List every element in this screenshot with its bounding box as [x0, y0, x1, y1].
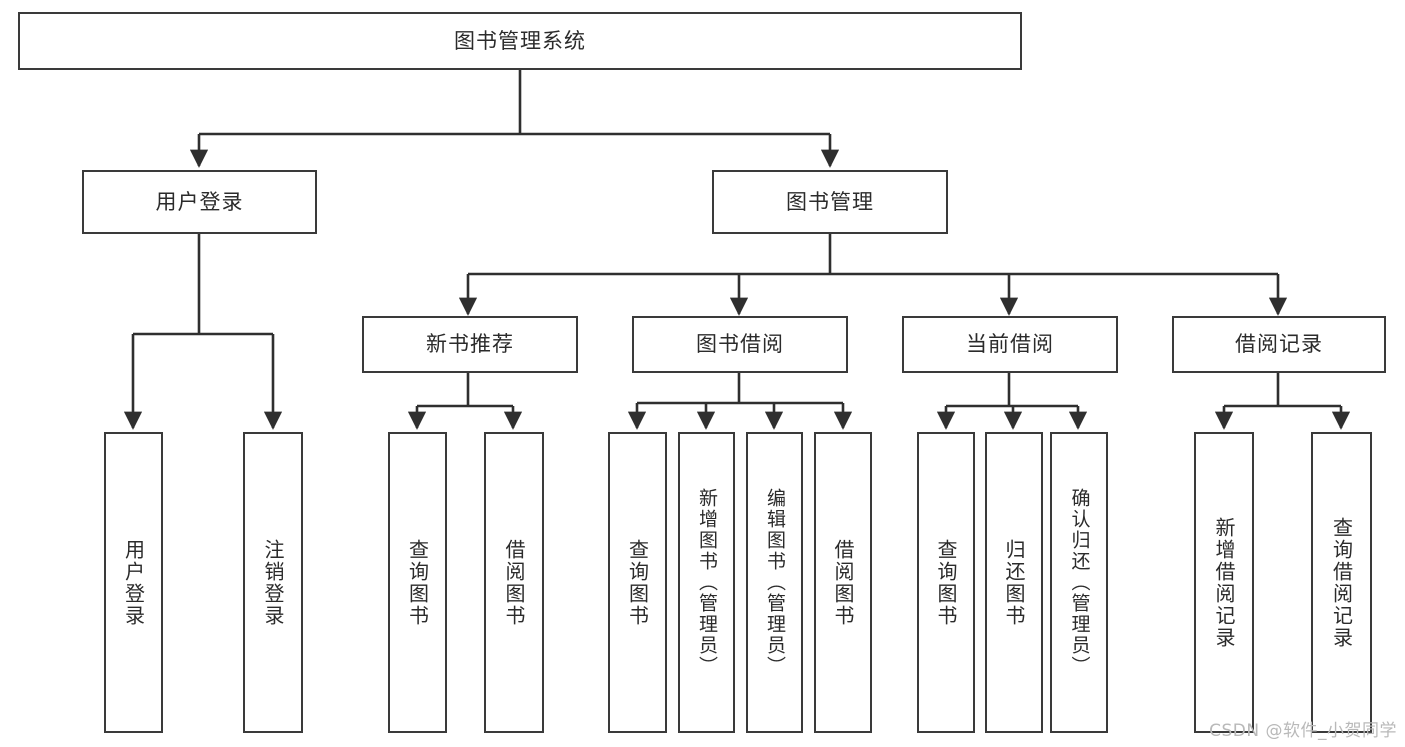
- node-leaf-user-login-label: 用户登录: [121, 538, 146, 627]
- node-leaf-borrow-book-2-label: 借阅图书: [831, 538, 855, 627]
- node-leaf-query-book-2-label: 查询图书: [625, 538, 650, 627]
- node-leaf-edit-book-label: 编辑图书（管理员）: [764, 488, 786, 677]
- node-leaf-return-book-label: 归还图书: [1002, 538, 1026, 627]
- node-leaf-logout-label: 注销登录: [261, 538, 285, 627]
- node-root-label: 图书管理系统: [454, 28, 586, 53]
- node-leaf-user-login[interactable]: 用户登录: [104, 432, 163, 733]
- node-leaf-borrow-book-1-label: 借阅图书: [502, 538, 526, 627]
- node-leaf-query-book-1[interactable]: 查询图书: [388, 432, 447, 733]
- node-leaf-logout[interactable]: 注销登录: [243, 432, 303, 733]
- node-leaf-add-record[interactable]: 新增借阅记录: [1194, 432, 1254, 733]
- node-current-borrow[interactable]: 当前借阅: [902, 316, 1118, 373]
- node-leaf-add-record-label: 新增借阅记录: [1212, 516, 1236, 649]
- node-leaf-return-book[interactable]: 归还图书: [985, 432, 1043, 733]
- node-new-book-rec-label: 新书推荐: [426, 332, 514, 356]
- node-leaf-borrow-book-1[interactable]: 借阅图书: [484, 432, 544, 733]
- node-leaf-query-book-1-label: 查询图书: [405, 538, 430, 627]
- node-current-borrow-label: 当前借阅: [966, 332, 1054, 356]
- node-book-borrow-label: 图书借阅: [696, 332, 784, 356]
- node-leaf-edit-book[interactable]: 编辑图书（管理员）: [746, 432, 803, 733]
- node-leaf-confirm-return[interactable]: 确认归还（管理员）: [1050, 432, 1108, 733]
- watermark-text: CSDN @软件_小贺同学: [1209, 721, 1397, 741]
- node-leaf-query-book-3-label: 查询图书: [934, 538, 958, 627]
- node-book-manage[interactable]: 图书管理: [712, 170, 948, 234]
- node-leaf-query-record[interactable]: 查询借阅记录: [1311, 432, 1372, 733]
- node-leaf-confirm-return-label: 确认归还（管理员）: [1068, 488, 1091, 677]
- node-user-login[interactable]: 用户登录: [82, 170, 317, 234]
- node-leaf-query-book-2[interactable]: 查询图书: [608, 432, 667, 733]
- node-user-login-label: 用户登录: [155, 189, 244, 214]
- node-leaf-query-record-label: 查询借阅记录: [1329, 516, 1354, 649]
- node-borrow-record[interactable]: 借阅记录: [1172, 316, 1386, 373]
- node-leaf-add-book[interactable]: 新增图书（管理员）: [678, 432, 735, 733]
- node-new-book-rec[interactable]: 新书推荐: [362, 316, 578, 373]
- node-book-borrow[interactable]: 图书借阅: [632, 316, 848, 373]
- node-leaf-add-book-label: 新增图书（管理员）: [696, 488, 718, 677]
- node-book-manage-label: 图书管理: [786, 189, 874, 214]
- node-borrow-record-label: 借阅记录: [1235, 332, 1323, 356]
- node-root[interactable]: 图书管理系统: [18, 12, 1022, 70]
- node-leaf-query-book-3[interactable]: 查询图书: [917, 432, 975, 733]
- node-leaf-borrow-book-2[interactable]: 借阅图书: [814, 432, 872, 733]
